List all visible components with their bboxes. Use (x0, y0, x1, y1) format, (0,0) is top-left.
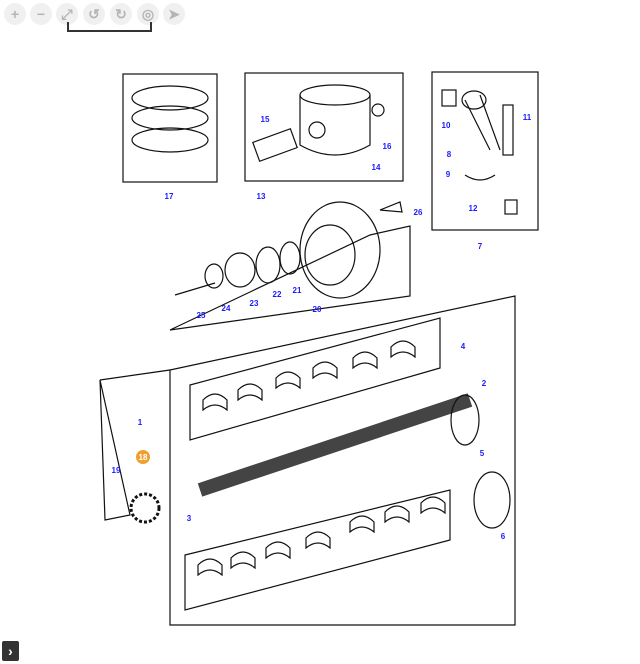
next-page-button[interactable]: › (2, 641, 19, 661)
bearing-shell (230, 551, 256, 570)
callout-20[interactable]: 20 (313, 305, 322, 314)
callout-1[interactable]: 1 (138, 418, 143, 427)
callout-label[interactable]: 8 (447, 150, 452, 159)
callout-label[interactable]: 10 (442, 121, 451, 130)
gear-box (99, 379, 131, 521)
callout-label[interactable]: 24 (222, 304, 231, 313)
callout-17[interactable]: 17 (165, 192, 174, 201)
callout-highlight (136, 450, 150, 464)
callout-23[interactable]: 23 (250, 299, 259, 308)
callout-6[interactable]: 6 (501, 532, 506, 541)
callout-14[interactable]: 14 (372, 163, 381, 172)
callout-5[interactable]: 5 (480, 449, 485, 458)
callout-label[interactable]: 3 (187, 514, 192, 523)
bearing-shell (202, 393, 228, 412)
callout-8[interactable]: 8 (447, 150, 452, 159)
bearing-shell (275, 371, 301, 390)
bearing-shell (237, 383, 263, 402)
callout-label[interactable]: 17 (165, 192, 174, 201)
callout-label[interactable]: 25 (197, 311, 206, 320)
piston-rings-box (122, 73, 218, 183)
callout-label[interactable]: 7 (478, 242, 483, 251)
callout-12[interactable]: 12 (469, 204, 478, 213)
upper-bearings-box (189, 317, 441, 441)
zoom-out-icon[interactable]: − (30, 3, 52, 25)
callout-18[interactable]: 18 (136, 450, 150, 464)
callout-21[interactable]: 21 (293, 286, 302, 295)
fit-screen-icon[interactable]: ⤢ (56, 3, 78, 25)
callout-11[interactable]: 11 (523, 113, 532, 122)
callout-label[interactable]: 13 (257, 192, 266, 201)
callout-label[interactable]: 1 (138, 418, 143, 427)
callout-label[interactable]: 26 (414, 208, 423, 217)
crankshaft-box (99, 295, 516, 626)
callout-4[interactable]: 4 (461, 342, 466, 351)
toolbar-group-bracket (67, 22, 152, 32)
callout-22[interactable]: 22 (273, 290, 282, 299)
callout-26[interactable]: 26 (414, 208, 423, 217)
bearing-shell (349, 515, 375, 534)
pulley-box (169, 225, 411, 331)
callout-label[interactable]: 4 (461, 342, 466, 351)
bearing-shell (384, 505, 410, 524)
bearing-shell (312, 361, 338, 380)
callout-label[interactable]: 21 (293, 286, 302, 295)
callout-24[interactable]: 24 (222, 304, 231, 313)
callout-label[interactable]: 12 (469, 204, 478, 213)
callout-label[interactable]: 9 (446, 170, 451, 179)
callout-25[interactable]: 25 (197, 311, 206, 320)
lower-bearings-box (184, 489, 451, 611)
bearing-shell (197, 558, 223, 577)
bearing-shell (420, 496, 446, 515)
callout-label[interactable]: 19 (112, 466, 121, 475)
callout-label[interactable]: 15 (261, 115, 270, 124)
callout-16[interactable]: 16 (383, 142, 392, 151)
callout-label[interactable]: 18 (139, 453, 148, 462)
callout-9[interactable]: 9 (446, 170, 451, 179)
callout-label[interactable]: 6 (501, 532, 506, 541)
callout-3[interactable]: 3 (187, 514, 192, 523)
callout-label[interactable]: 5 (480, 449, 485, 458)
navigate-icon[interactable]: ➤ (163, 3, 185, 25)
bearing-shell (305, 531, 331, 550)
piston-box (244, 72, 404, 182)
callout-label[interactable]: 11 (523, 113, 532, 122)
bearing-shell (265, 541, 291, 560)
callout-label[interactable]: 22 (273, 290, 282, 299)
zoom-in-icon[interactable]: + (4, 3, 26, 25)
callout-label[interactable]: 16 (383, 142, 392, 151)
callout-10[interactable]: 10 (442, 121, 451, 130)
callout-7[interactable]: 7 (478, 242, 483, 251)
callout-19[interactable]: 19 (112, 466, 121, 475)
bearing-shell (390, 340, 416, 359)
bearing-shell (352, 351, 378, 370)
callout-2[interactable]: 2 (482, 379, 487, 388)
callout-label[interactable]: 20 (313, 305, 322, 314)
callout-label[interactable]: 2 (482, 379, 487, 388)
target-icon[interactable]: ◎ (137, 3, 159, 25)
callout-label[interactable]: 14 (372, 163, 381, 172)
callout-13[interactable]: 13 (257, 192, 266, 201)
rotate-left-icon[interactable]: ↺ (83, 3, 105, 25)
callout-15[interactable]: 15 (261, 115, 270, 124)
rotate-right-icon[interactable]: ↻ (110, 3, 132, 25)
callout-label[interactable]: 23 (250, 299, 259, 308)
conrod-box (431, 71, 539, 231)
